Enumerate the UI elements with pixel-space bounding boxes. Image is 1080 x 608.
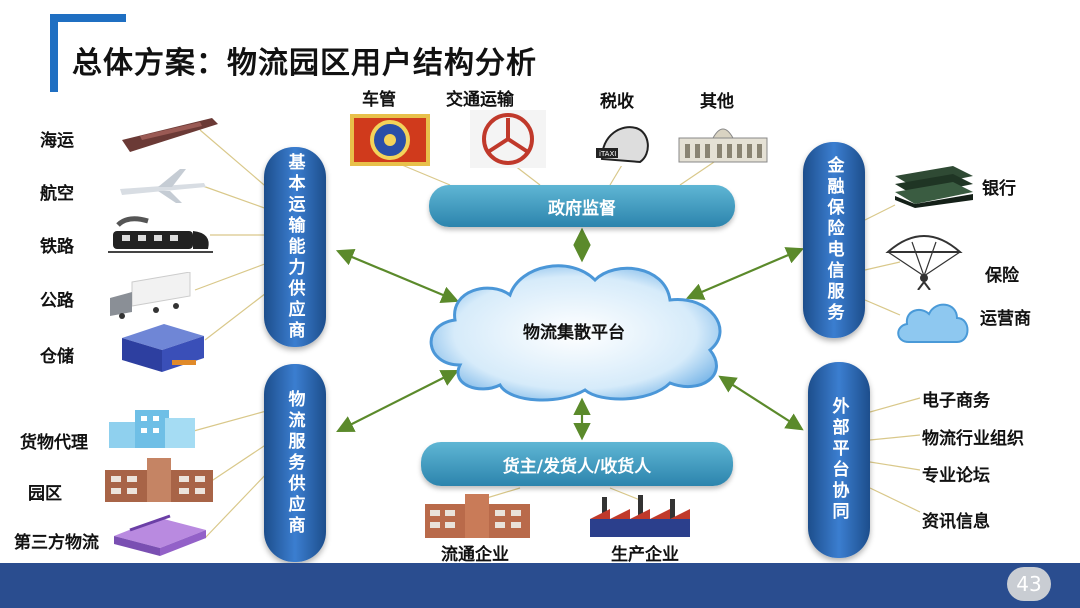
money-stack-icon: [895, 166, 973, 208]
gov-item-other: 其他: [700, 92, 734, 112]
gov-item-tax: 税收: [600, 92, 634, 112]
park-building-icon: [105, 458, 213, 502]
office-buildings-icon: [109, 410, 195, 448]
ship-icon: [122, 118, 218, 152]
transport-item-sea: 海运: [40, 131, 74, 151]
gov-item-transport: 交通运输: [446, 90, 514, 110]
third-party-logistics-icon: [114, 514, 206, 556]
service-item-park: 园区: [28, 484, 62, 504]
footer-bar: [0, 563, 1080, 608]
shipper-item-production: 生产企业: [611, 545, 679, 565]
government-pill: 政府监督: [429, 185, 735, 227]
transport-logo-icon: [470, 110, 546, 168]
finance-item-bank: 银行: [982, 179, 1016, 199]
transport-item-road: 公路: [40, 291, 74, 311]
trade-company-building-icon: [425, 494, 530, 538]
title-bracket-icon: [50, 14, 126, 92]
external-platform-pill: 外部平台协同: [808, 362, 870, 558]
cloud-icon: [897, 303, 969, 343]
service-item-agent: 货物代理: [20, 433, 88, 453]
center-platform-label: 物流集散平台: [523, 323, 625, 343]
service-item-3pl: 第三方物流: [14, 533, 99, 553]
external-item-ecommerce: 电子商务: [922, 391, 990, 411]
police-badge-icon: [350, 114, 430, 166]
shipper-item-trade: 流通企业: [441, 545, 509, 565]
external-item-news: 资讯信息: [922, 512, 990, 532]
transport-item-warehouse: 仓储: [40, 347, 74, 367]
warehouse-icon: [122, 324, 204, 372]
factory-icon: [590, 495, 690, 537]
shippers-pill: 货主/发货人/收货人: [421, 442, 733, 486]
finance-item-carrier: 运营商: [980, 309, 1031, 329]
external-item-forum: 专业论坛: [922, 466, 990, 486]
page-title: 总体方案：物流园区用户结构分析: [72, 46, 537, 81]
airplane-icon: [120, 169, 206, 203]
transport-item-rail: 铁路: [40, 237, 74, 257]
finance-item-insurance: 保险: [985, 266, 1019, 286]
logistics-service-pill: 物流服务供应商: [264, 364, 326, 562]
train-icon: [108, 216, 213, 253]
page-number: 43: [1007, 567, 1051, 601]
finance-pill: 金融保险电信服务: [803, 142, 865, 338]
central-cloud-icon: [429, 264, 722, 402]
government-building-icon: [678, 128, 768, 163]
truck-icon: [110, 272, 191, 319]
transport-capacity-pill: 基本运输能力供应商: [264, 147, 326, 347]
svg-text:iTAXI: iTAXI: [599, 150, 616, 158]
transport-item-air: 航空: [40, 184, 74, 204]
parachute-icon: [885, 235, 963, 290]
tax-icon: iTAXI: [592, 114, 658, 166]
external-item-industry-org: 物流行业组织: [922, 429, 1024, 449]
gov-item-vehicle-mgmt: 车管: [362, 90, 396, 110]
